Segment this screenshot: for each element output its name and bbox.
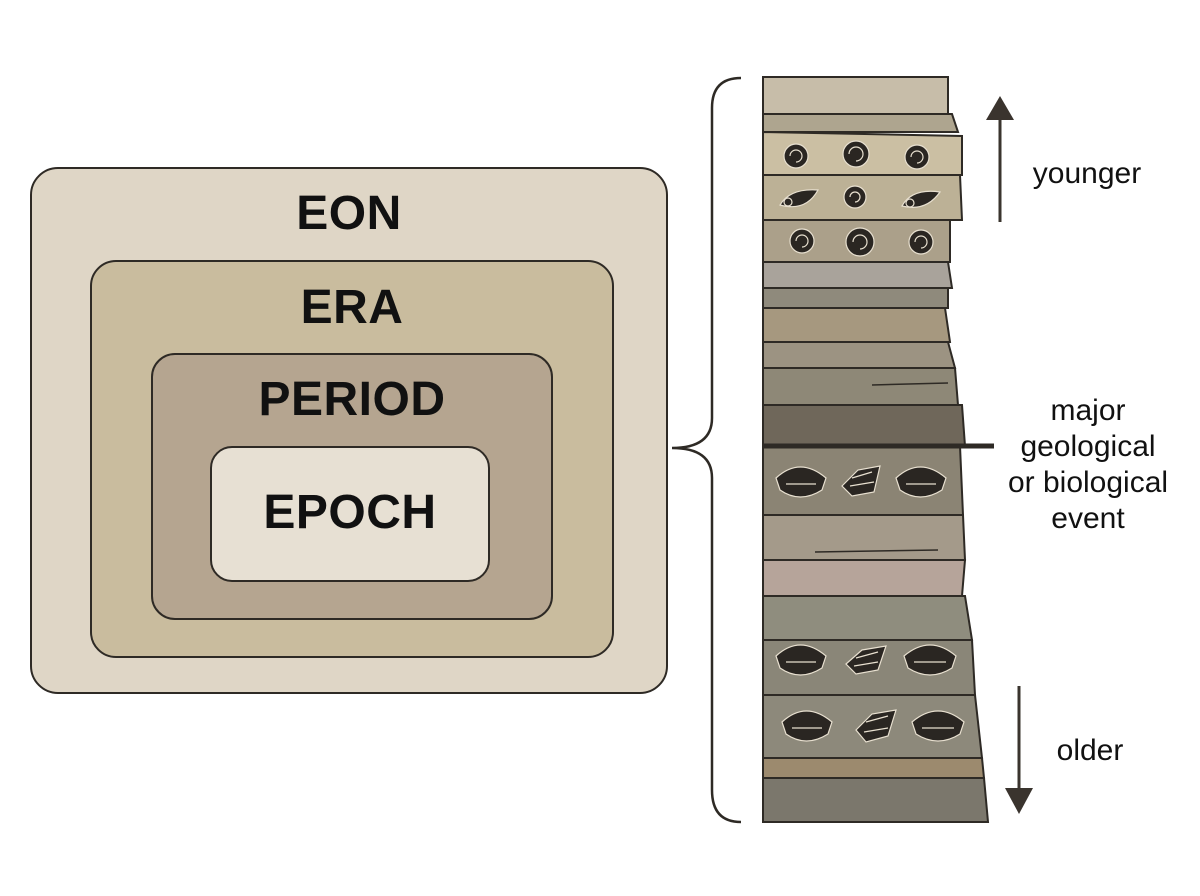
older-label: older (1056, 734, 1124, 767)
event-label-line: geological (1020, 430, 1156, 463)
trilobite-fossil-icon (855, 709, 897, 743)
layer-crack (814, 549, 939, 553)
ammonite-fossil-icon (908, 229, 934, 255)
trilobite-fossil-icon (841, 465, 881, 497)
rock-layer (762, 341, 957, 369)
rock-layer (762, 595, 974, 641)
brachiopod-fossil-icon (895, 466, 947, 498)
rock-layer (762, 287, 949, 309)
ammonite-fossil-icon (789, 228, 815, 254)
era-label: ERA (300, 281, 404, 334)
snail-fossil-icon (901, 190, 942, 208)
ammonite-fossil-icon (904, 144, 930, 170)
rock-layer (762, 261, 954, 289)
older-arrow-icon (1005, 686, 1033, 814)
epoch-box (210, 446, 490, 582)
ammonite-fossil-icon (842, 140, 870, 168)
younger-arrow-icon (986, 96, 1014, 222)
rock-layer (762, 76, 949, 115)
rock-layer (762, 559, 967, 597)
brachiopod-fossil-icon (775, 466, 827, 498)
brachiopod-fossil-icon (903, 644, 957, 676)
event-label-line: event (1051, 502, 1125, 535)
rock-column (762, 76, 990, 823)
rock-layer (762, 514, 967, 561)
snail-fossil-icon (779, 189, 819, 208)
event-label-line: major (1050, 394, 1126, 427)
brachiopod-fossil-icon (781, 710, 833, 742)
bracket (671, 76, 742, 824)
rock-layer (762, 307, 952, 343)
ammonite-fossil-icon (843, 185, 867, 209)
rock-layer (762, 404, 967, 447)
period-label: PERIOD (258, 373, 446, 426)
ammonite-fossil-icon (783, 143, 809, 169)
rock-layer (762, 777, 990, 823)
trilobite-fossil-icon (845, 645, 887, 675)
layer-crack (871, 382, 949, 386)
younger-label: younger (1032, 157, 1142, 190)
brachiopod-fossil-icon (775, 644, 827, 676)
brachiopod-fossil-icon (911, 710, 965, 742)
event-label: major geological or biological event (990, 393, 1186, 537)
ammonite-fossil-icon (845, 227, 875, 257)
event-label-line: or biological (1007, 466, 1169, 499)
fossils (775, 140, 965, 743)
rock-layer (762, 113, 960, 133)
rock-layer (762, 367, 960, 406)
epoch-label: EPOCH (263, 486, 437, 539)
eon-label: EON (296, 187, 402, 240)
rock-layer (762, 757, 986, 779)
